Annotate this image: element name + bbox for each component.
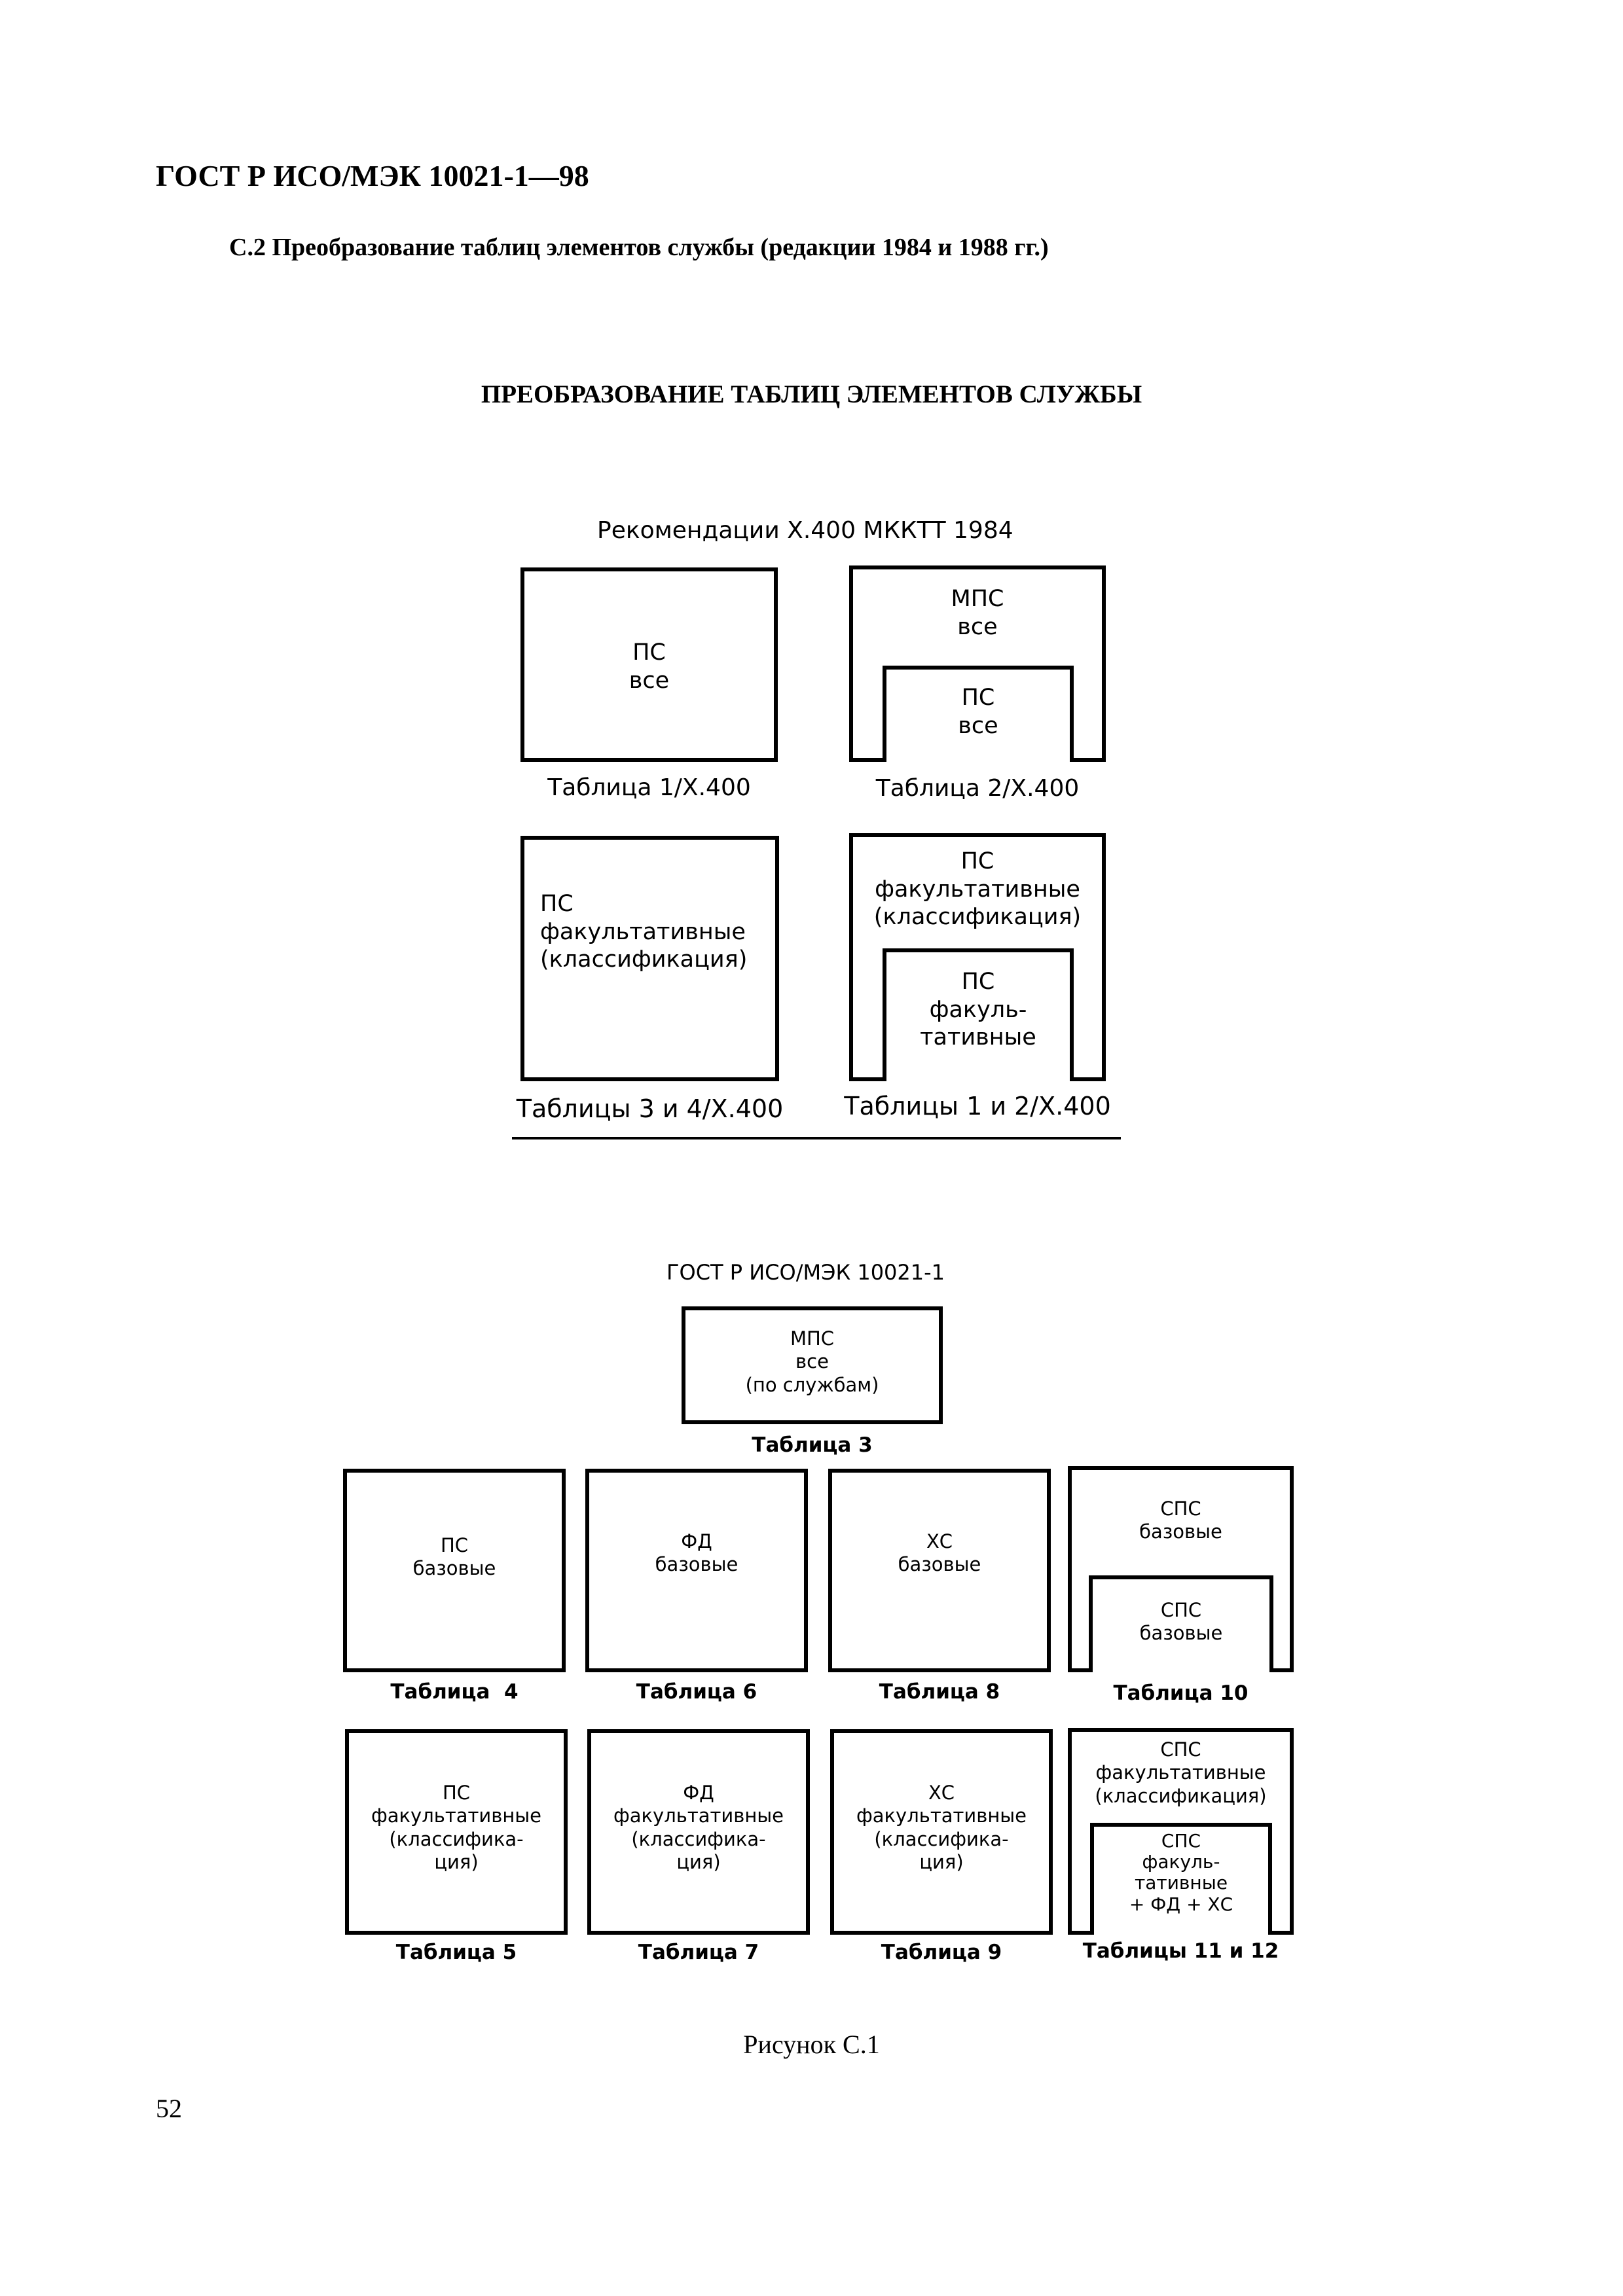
diagram2-box-table8: ХС базовые [828, 1469, 1051, 1672]
box-text-line: МПС [790, 1327, 835, 1350]
box-text-line: факультативные [613, 1804, 784, 1827]
box-text-line: ХС [928, 1782, 955, 1804]
diagram2-box-table9: ХС факультативные (классифика- ция) [830, 1729, 1053, 1935]
document-id: ГОСТ Р ИСО/МЭК 10021-1—98 [156, 159, 589, 192]
box-text-line: (классифика- [874, 1827, 1009, 1850]
box-text-line: базовые [1139, 1520, 1222, 1543]
inner-box: СПС факуль- тативные + ФД + ХС [1090, 1823, 1272, 1935]
box-text-line: базовые [412, 1557, 496, 1580]
inner-box: СПС базовые [1089, 1575, 1273, 1672]
box-text-line: базовые [1139, 1622, 1223, 1645]
box-text-line: (классификация) [540, 946, 748, 973]
box-text-line: ция) [434, 1851, 479, 1874]
box-text-line: (классифика- [631, 1827, 766, 1850]
caption-table10: Таблица 10 [1113, 1681, 1249, 1705]
box-text-line: факуль- [1142, 1851, 1220, 1873]
box-text-line: (классификация) [1095, 1784, 1267, 1807]
box-text-line: факультативные [540, 918, 746, 945]
box-text-line: ПС [442, 1782, 471, 1804]
page-number: 52 [156, 2094, 182, 2123]
inner-box: ПС факуль- тативные [883, 948, 1074, 1081]
diagram2-box-tables11-12: СПС факультативные (классификация) СПС ф… [1068, 1728, 1294, 1935]
caption-tables3-4: Таблицы 3 и 4/X.400 [516, 1094, 784, 1123]
box-text-line: факультативные [875, 876, 1080, 903]
box-text-line: ция) [919, 1851, 964, 1874]
diagram2-box-table10: СПС базовые СПС базовые [1068, 1466, 1294, 1672]
diagram2-box-table4: ПС базовые [343, 1469, 566, 1672]
box-text-line: ПС [440, 1534, 469, 1556]
diagram1-box-table1: ПС все [520, 567, 778, 762]
caption-table4: Таблица 4 [390, 1680, 519, 1704]
box-text-line: ФД [681, 1530, 712, 1552]
box-text-line: ПС [961, 685, 995, 711]
box-text-line: СПС [1160, 1599, 1202, 1621]
diagram1-heading: Рекомендации X.400 МККТТ 1984 [597, 517, 1013, 544]
diagram1-box-tables1-2: ПС факультативные (классификация) ПС фак… [849, 833, 1106, 1081]
inner-box: ПС все [883, 666, 1074, 762]
box-text-line: все [629, 667, 670, 694]
caption-table6: Таблица 6 [636, 1680, 757, 1704]
box-text-line: ПС [960, 848, 994, 874]
separator-line [512, 1137, 1121, 1139]
caption-table9: Таблица 9 [881, 1941, 1002, 1964]
box-text-line: тативные [1134, 1872, 1228, 1894]
box-text-line: ПС [961, 969, 995, 995]
box-text-line: все [957, 613, 998, 640]
caption-table5: Таблица 5 [395, 1941, 517, 1964]
diagram1-box-table2: МПС все ПС все [849, 565, 1106, 762]
box-text-line: все [958, 712, 998, 739]
caption-table1: Таблица 1/X.400 [547, 774, 751, 801]
section-heading: С.2 Преобразование таблиц элементов служ… [229, 234, 1049, 261]
box-text-line: СПС [1160, 1738, 1201, 1761]
box-text-line: ция) [676, 1851, 721, 1874]
box-text-line: СПС [1160, 1498, 1201, 1520]
caption-table7: Таблица 7 [638, 1941, 759, 1964]
box-text-line: все [795, 1350, 829, 1373]
box-text-line: факультативные [1095, 1761, 1266, 1784]
diagram2-box-table6: ФД базовые [585, 1469, 808, 1672]
box-text-line: ХС [926, 1530, 953, 1552]
box-text-line: СПС [1161, 1830, 1201, 1852]
caption-tables11-12: Таблицы 11 и 12 [1082, 1939, 1279, 1963]
figure-title: ПРЕОБРАЗОВАНИЕ ТАБЛИЦ ЭЛЕМЕНТОВ СЛУЖБЫ [481, 380, 1142, 408]
diagram1-box-tables3-4: ПС факультативные (классификация) [520, 836, 779, 1081]
caption-table8: Таблица 8 [879, 1680, 1000, 1704]
box-text-line: тативные [920, 1024, 1036, 1051]
diagram2-box-table7: ФД факультативные (классифика- ция) [587, 1729, 810, 1935]
box-text-line: (классификация) [873, 904, 1082, 931]
caption-table3: Таблица 3 [752, 1433, 873, 1457]
box-text-line: МПС [951, 586, 1004, 612]
box-text-line: ПС [632, 639, 666, 666]
box-text-line: базовые [655, 1553, 739, 1576]
box-text-line: + ФД + ХС [1129, 1893, 1233, 1915]
box-text-line: базовые [898, 1553, 981, 1576]
box-text-line: факультативные [371, 1804, 542, 1827]
box-text-line: ФД [683, 1782, 714, 1804]
box-text-line: (классифика- [389, 1827, 524, 1850]
caption-table2: Таблица 2/X.400 [875, 775, 1080, 802]
box-text-line: факультативные [856, 1804, 1027, 1827]
diagram2-box-table3: МПС все (по службам) [682, 1306, 943, 1424]
box-text-line: ПС [540, 891, 574, 917]
diagram2-box-table5: ПС факультативные (классифика- ция) [345, 1729, 568, 1935]
box-text-line: (по службам) [745, 1373, 879, 1396]
figure-caption: Рисунок С.1 [743, 2030, 880, 2059]
diagram2-heading: ГОСТ Р ИСО/МЭК 10021-1 [666, 1260, 945, 1285]
box-text-line: факуль- [929, 996, 1027, 1023]
caption-tables1-2: Таблицы 1 и 2/X.400 [844, 1092, 1111, 1121]
